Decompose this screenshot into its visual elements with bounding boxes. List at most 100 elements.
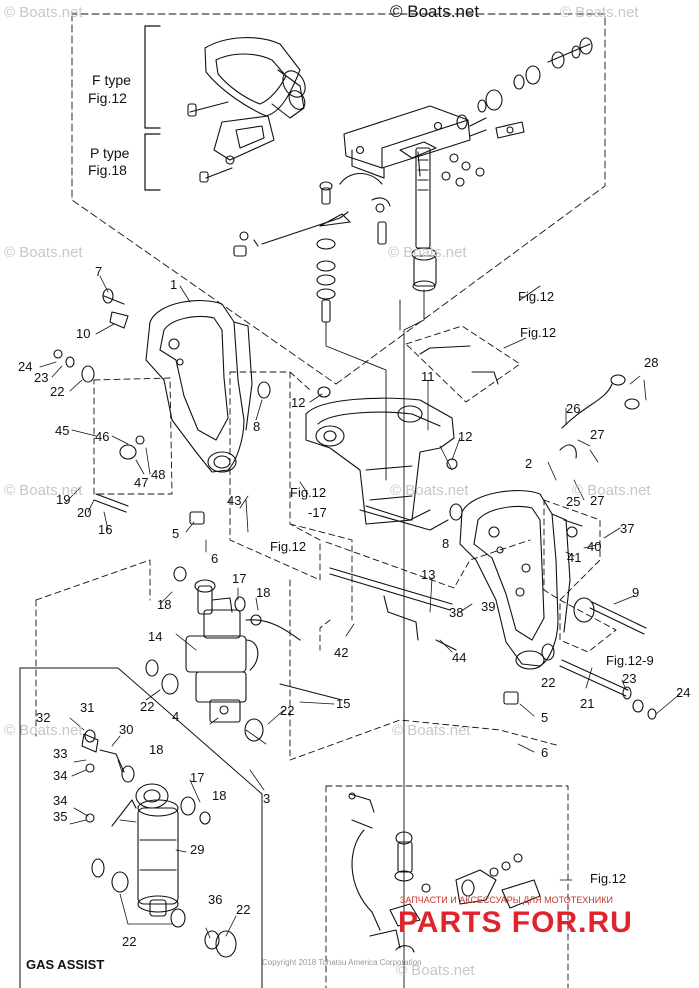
- callout-41: 41: [567, 550, 582, 565]
- watermark: © Boats.net: [4, 722, 83, 739]
- callout-32: 32: [36, 710, 51, 725]
- fig-reference: Fig.12: [290, 485, 327, 500]
- callout-28: 28: [644, 355, 659, 370]
- shafts: [93, 493, 647, 701]
- callout-3: 3: [263, 791, 271, 806]
- callout-39: 39: [481, 599, 496, 614]
- leader-lines: [39, 275, 681, 939]
- callout-23: 23: [34, 370, 49, 385]
- callout-44: 44: [452, 650, 467, 665]
- callout-35: 35: [53, 809, 68, 824]
- fig-reference: Fig.12: [520, 325, 557, 340]
- callout-8: 8: [442, 536, 450, 551]
- clamp-bracket-left: [145, 300, 253, 473]
- callout-38: 38: [449, 605, 464, 620]
- fig-reference: Fig.12: [270, 539, 307, 554]
- dashed-subboxes: [35, 325, 617, 988]
- callout-17: 17: [190, 770, 205, 785]
- callout-45: 45: [55, 423, 70, 438]
- clamp-bracket-right: [459, 490, 571, 670]
- callout-30: 30: [119, 722, 134, 737]
- callout-1: 1: [170, 277, 178, 292]
- callout-11: 11: [421, 369, 435, 384]
- callout-37: 37: [620, 521, 635, 536]
- callout-22: 22: [122, 934, 137, 949]
- callout-21: 21: [580, 696, 595, 711]
- callout-14: 14: [148, 629, 163, 644]
- watermark: © Boats.net: [4, 244, 83, 261]
- callout-12: 12: [291, 395, 306, 410]
- callout-22: 22: [280, 703, 295, 718]
- watermark: © Boats.net: [392, 722, 471, 739]
- callout-18: 18: [256, 585, 271, 600]
- callout-34: 34: [53, 793, 68, 808]
- callout-29: 29: [190, 842, 205, 857]
- callout-15: 15: [336, 696, 351, 711]
- callout-20: 20: [77, 505, 92, 520]
- callout-10: 10: [76, 326, 91, 341]
- pivot-shaft-column: [411, 147, 437, 292]
- gas-assist-cylinder: [111, 783, 179, 917]
- callout-47: 47: [134, 475, 149, 490]
- watermark: © Boats.net: [396, 962, 475, 979]
- steering-handle-f-type: [187, 37, 306, 119]
- callout-16: 16: [98, 522, 113, 537]
- callout-23: 23: [622, 671, 637, 686]
- callout-27: 27: [590, 493, 605, 508]
- callout-2: 2: [525, 456, 533, 471]
- lower-box-parts: [348, 792, 541, 953]
- fig-reference: Fig.12: [518, 289, 555, 304]
- callout-36: 36: [208, 892, 223, 907]
- steering-group-outline: [71, 13, 606, 385]
- callout-40: 40: [587, 539, 602, 554]
- type-bracket: [144, 25, 161, 191]
- steering-bracket-assembly: [343, 105, 487, 179]
- callout-48: 48: [151, 467, 166, 482]
- callout-42: 42: [334, 645, 349, 660]
- p-type-label: P type: [90, 145, 130, 161]
- bushings: [53, 288, 657, 742]
- callout-33: 33: [53, 746, 68, 761]
- callout-22: 22: [50, 384, 65, 399]
- callout-27: 27: [590, 427, 605, 442]
- f-type-label: F type: [92, 72, 131, 88]
- watermark: © Boats.net: [560, 4, 639, 21]
- callout-13: 13: [421, 567, 436, 582]
- copyright-label: © Boats.net: [390, 2, 480, 21]
- fig-reference: Fig.12: [590, 871, 627, 886]
- callout-5: 5: [541, 710, 549, 725]
- trim-tilt-unit: [185, 579, 301, 723]
- guide-lines: [325, 289, 425, 988]
- copyright-credit: Copyright 2018 Tohatsu America Corporati…: [262, 958, 422, 967]
- brand-logo: PARTS FOR.RU: [398, 906, 633, 939]
- callout-18: 18: [157, 597, 172, 612]
- callout-4: 4: [172, 709, 180, 724]
- callout-31: 31: [80, 700, 95, 715]
- swivel-bracket: [305, 397, 455, 531]
- callout-6: 6: [541, 745, 549, 760]
- watermark: © Boats.net: [390, 482, 469, 499]
- p-type-fig-label: Fig.18: [88, 162, 127, 178]
- gas-assist-frame: [19, 667, 263, 988]
- f-type-fig-label: Fig.12: [88, 90, 127, 106]
- callout-46: 46: [95, 429, 110, 444]
- callout-43: 43: [227, 493, 242, 508]
- callout-22: 22: [541, 675, 556, 690]
- callout-25: 25: [566, 494, 581, 509]
- callout-18: 18: [149, 742, 164, 757]
- link-rod-parts: [441, 37, 593, 187]
- watermark: © Boats.net: [572, 482, 651, 499]
- callout-6: 6: [211, 551, 219, 566]
- brand-tagline: ЗАПЧАСТИ И АКСЕССУАРЫ ДЛЯ МОТОТЕХНИКИ: [400, 895, 613, 905]
- small-link-rod: [233, 211, 351, 257]
- watermark: © Boats.net: [4, 482, 83, 499]
- callout-minus-17: -17: [308, 505, 327, 520]
- steering-plate-p-type: [199, 115, 275, 183]
- callout-12: 12: [458, 429, 473, 444]
- callout-7: 7: [95, 264, 103, 279]
- callout-24: 24: [676, 685, 691, 700]
- callout-22: 22: [236, 902, 251, 917]
- fig-reference: Fig.12-9: [606, 653, 654, 668]
- callout-22: 22: [140, 699, 155, 714]
